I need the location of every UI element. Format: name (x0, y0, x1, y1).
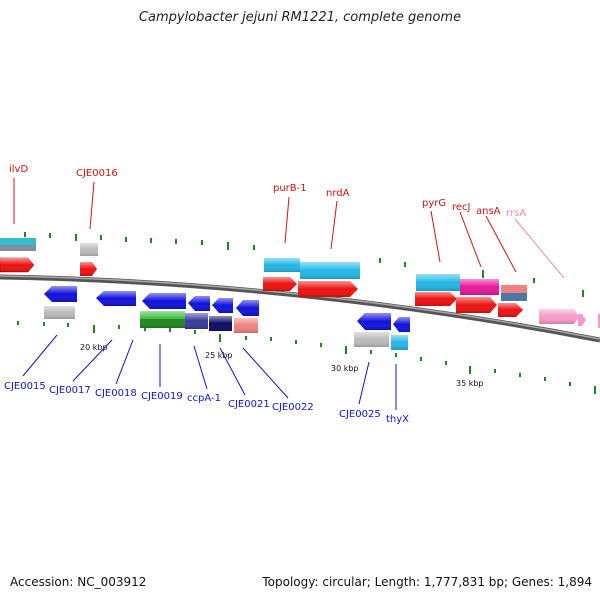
scale-label-20kbp: 20 kbp (80, 343, 108, 352)
gene-label-pyrG: pyrG (422, 198, 446, 209)
gene-label-purB-1: purB-1 (273, 183, 307, 194)
gene-label-CJE0018: CJE0018 (95, 388, 137, 399)
gene-label-CJE0022: CJE0022 (272, 402, 314, 413)
feature-ansA-cog (501, 285, 527, 293)
gene-label-CJE0017: CJE0017 (49, 385, 91, 396)
feature-ilvD-cog (0, 238, 36, 245)
gene-label-CJE0016: CJE0016 (76, 168, 118, 179)
accession-text: Accession: NC_003912 (10, 575, 147, 589)
gene-label-nrdA: nrdA (326, 188, 350, 199)
leader-line-rrsA (514, 218, 565, 279)
map-title: Campylobacter jejuni RM1221, complete ge… (138, 10, 462, 25)
feature-rrsA-gene2 (578, 314, 586, 326)
outer-ticks (24, 232, 584, 297)
gene-label-ansA: ansA (476, 206, 501, 217)
gene-label-ilvD: ilvD (9, 164, 28, 175)
feature-ilvD-cog2 (0, 245, 36, 251)
scale-label-35kbp: 35 kbp (456, 379, 484, 388)
leader-lines-bottom (22, 334, 397, 410)
feature-ansA-cog2 (501, 293, 527, 301)
gene-label-recJ: recJ (452, 202, 471, 213)
topology-text: Topology: circular; Length: 1,777,831 bp… (262, 575, 592, 589)
gene-label-rrsA: rrsA (506, 208, 526, 219)
gene-label-CJE0025: CJE0025 (339, 409, 381, 420)
gene-label-CJE0015: CJE0015 (4, 381, 46, 392)
scale-label-30kbp: 30 kbp (331, 364, 359, 373)
gene-label-CJE0019: CJE0019 (141, 391, 183, 402)
inner-ticks (17, 321, 596, 394)
gene-label-thyX: thyX (386, 414, 409, 425)
gene-label-ccpA-1: ccpA-1 (187, 393, 221, 404)
scale-label-25kbp: 25 kbp (205, 351, 233, 360)
leader-lines-top (13, 178, 517, 273)
gene-label-CJE0021: CJE0021 (228, 399, 270, 410)
